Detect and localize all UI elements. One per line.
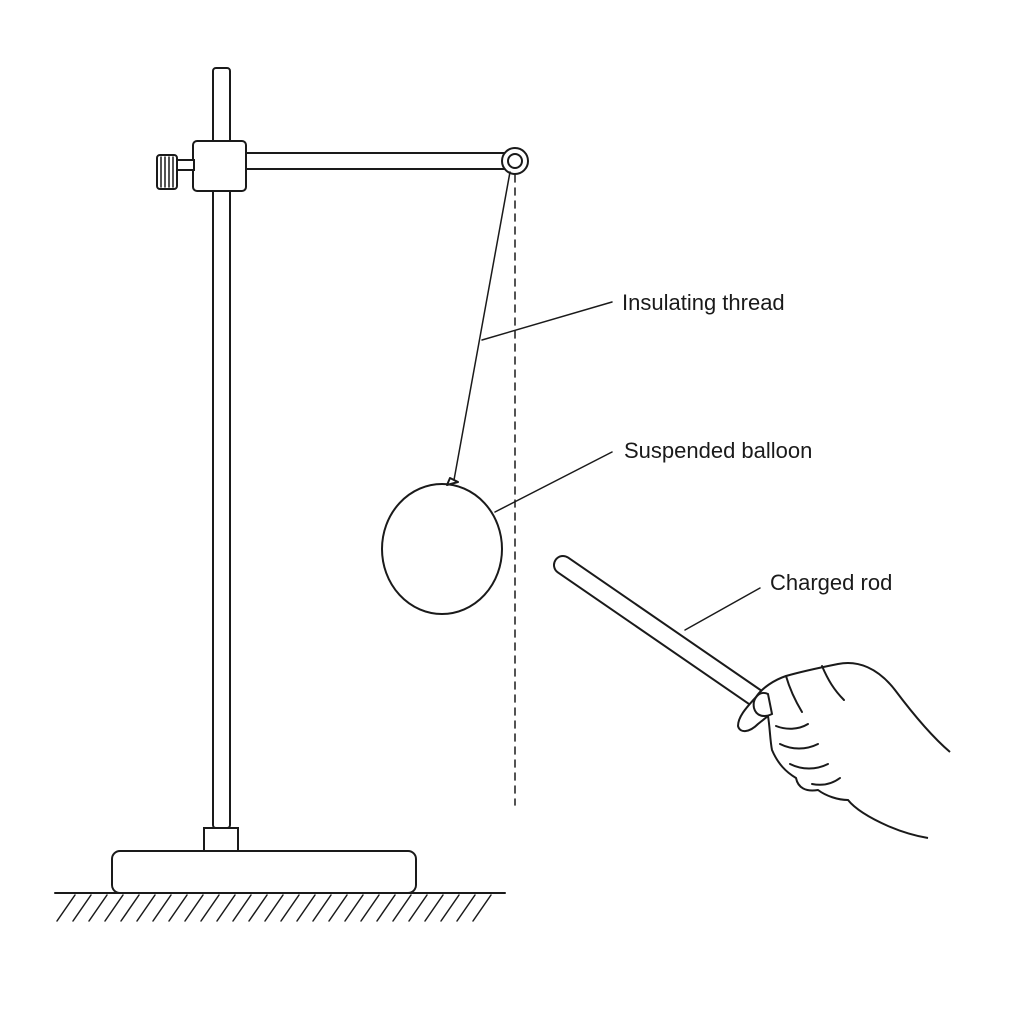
hatch-mark — [264, 894, 284, 922]
pivot-ring — [501, 147, 529, 175]
ground-hatching — [56, 894, 492, 922]
rod-leader-line — [684, 587, 761, 631]
hatch-mark — [392, 894, 412, 922]
hatch-mark — [200, 894, 220, 922]
hatch-mark — [184, 894, 204, 922]
hatch-mark — [344, 894, 364, 922]
balloon-leader-line — [494, 451, 613, 513]
hatch-mark — [216, 894, 236, 922]
horizontal-arm — [239, 152, 511, 170]
hatch-mark — [408, 894, 428, 922]
stand-collar — [203, 827, 239, 852]
hatch-mark — [312, 894, 332, 922]
hatch-mark — [280, 894, 300, 922]
hatch-mark — [248, 894, 268, 922]
thread-label: Insulating thread — [622, 290, 785, 315]
balloon-label: Suspended balloon — [624, 438, 812, 463]
hatch-mark — [456, 894, 476, 922]
clamp-boss — [192, 140, 247, 192]
stand-rod — [212, 67, 231, 829]
hatch-mark — [376, 894, 396, 922]
hatch-mark — [424, 894, 444, 922]
hatch-mark — [440, 894, 460, 922]
insulating-thread — [453, 171, 511, 481]
hatch-mark — [472, 894, 492, 922]
hatch-mark — [136, 894, 156, 922]
hatch-mark — [56, 894, 76, 922]
hatch-mark — [232, 894, 252, 922]
hatch-mark — [104, 894, 124, 922]
hatch-mark — [120, 894, 140, 922]
hatch-mark — [152, 894, 172, 922]
hatch-mark — [168, 894, 188, 922]
hatch-mark — [88, 894, 108, 922]
rod-label: Charged rod — [770, 570, 892, 595]
hatch-mark — [296, 894, 316, 922]
hatch-mark — [72, 894, 92, 922]
hatch-mark — [360, 894, 380, 922]
balloon — [381, 477, 503, 615]
hand — [736, 662, 951, 839]
ground — [54, 892, 506, 922]
hatch-mark — [328, 894, 348, 922]
stand-base — [111, 850, 417, 894]
thread-leader-line — [481, 301, 613, 341]
thumb-screw — [156, 154, 195, 190]
